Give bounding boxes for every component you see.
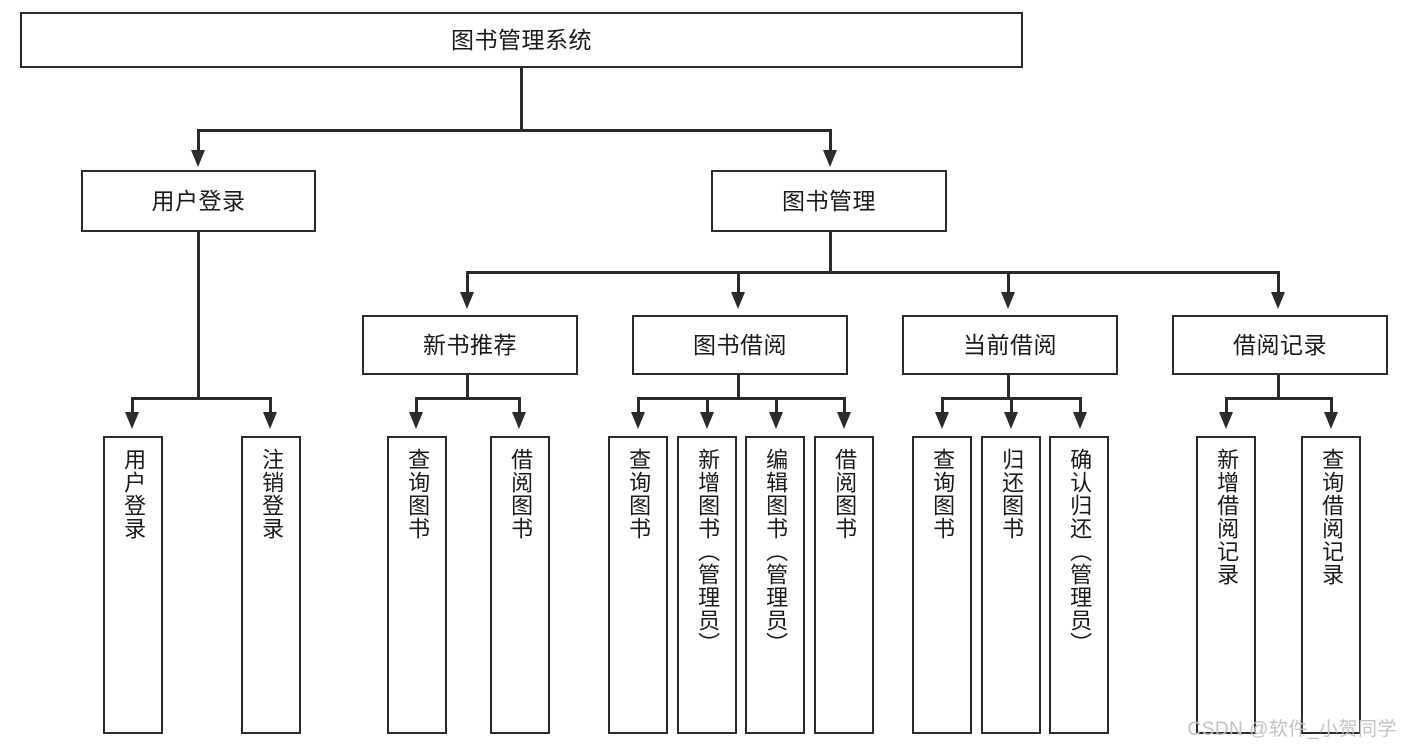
connector-cb-leaf-3 [1079,397,1082,413]
leaf-label: 归还图书 [999,448,1025,540]
arrowhead-cb-leaf-1 [935,412,949,429]
arrowhead-nbr-leaf-2 [512,412,526,429]
arrowhead-bb-leaf-1 [631,412,645,429]
leaf-label: 查询图书 [930,448,956,540]
connector-root-to-user-login [197,129,200,153]
connector-book-manage-stem [829,232,832,272]
arrowhead-bb-leaf-2 [700,412,714,429]
leaf-borrow-book-recommend[interactable]: 借阅图书 [490,436,550,734]
leaf-logout[interactable]: 注销登录 [241,436,301,734]
leaf-add-borrow-record[interactable]: 新增借阅记录 [1196,436,1256,734]
node-root-system[interactable]: 图书管理系统 [20,12,1023,68]
arrowhead-cb-leaf-2 [1004,412,1018,429]
connector-new-book-recommend-stem [466,375,469,399]
leaf-query-borrow-record[interactable]: 查询借阅记录 [1301,436,1361,734]
node-label: 借阅记录 [1233,331,1327,358]
connector-root-bus [197,129,831,132]
connector-cb-leaf-2 [1010,397,1013,413]
connector-to-borrow-record [1277,271,1280,295]
leaf-confirm-return-admin[interactable]: 确认归还（管理员） [1049,436,1109,734]
node-user-login[interactable]: 用户登录 [81,170,316,232]
node-borrow-record[interactable]: 借阅记录 [1172,315,1388,375]
arrowhead-br-leaf-1 [1219,412,1233,429]
connector-cb-leaf-1 [941,397,944,413]
leaf-label: 用户登录 [121,448,147,540]
connector-bb-leaf-1 [637,397,640,413]
node-label: 图书管理 [782,187,876,214]
leaf-label: 编辑图书（管理员） [763,448,789,655]
node-label: 图书管理系统 [451,26,592,53]
leaf-query-book-recommend[interactable]: 查询图书 [387,436,447,734]
connector-br-leaf-1 [1225,397,1228,413]
arrowhead-current-borrow [1001,292,1015,309]
arrowhead-borrow-record [1271,292,1285,309]
connector-borrow-record-bus [1225,397,1330,400]
leaf-edit-book-admin[interactable]: 编辑图书（管理员） [745,436,805,734]
connector-nbr-leaf-1 [415,397,418,413]
leaf-add-book-admin[interactable]: 新增图书（管理员） [677,436,737,734]
arrowhead-leaf-logout [263,412,277,429]
leaf-label: 注销登录 [259,448,285,540]
connector-to-book-borrow [737,271,740,295]
arrowhead-new-book-recommend [460,292,474,309]
leaf-label: 确认归还（管理员） [1067,448,1093,655]
arrowhead-bb-leaf-3 [769,412,783,429]
connector-user-login-bus [131,397,269,400]
connector-user-login-to-leaf-1 [131,397,134,413]
leaf-label: 新增借阅记录 [1214,448,1240,586]
leaf-return-book[interactable]: 归还图书 [981,436,1041,734]
connector-new-book-recommend-bus [415,397,518,400]
connector-root-stem [520,68,523,130]
node-book-manage[interactable]: 图书管理 [711,170,947,232]
connector-bb-leaf-2 [706,397,709,413]
connector-borrow-record-stem [1277,375,1280,399]
connector-br-leaf-2 [1330,397,1333,413]
connector-bb-leaf-4 [843,397,846,413]
leaf-label: 借阅图书 [832,448,858,540]
node-new-book-recommend[interactable]: 新书推荐 [362,315,578,375]
leaf-label: 查询借阅记录 [1319,448,1345,586]
connector-to-current-borrow [1007,271,1010,295]
node-book-borrow[interactable]: 图书借阅 [632,315,848,375]
node-current-borrow[interactable]: 当前借阅 [902,315,1118,375]
node-label: 新书推荐 [423,331,517,358]
connector-level3-bus [466,271,1280,274]
connector-current-borrow-stem [1007,375,1010,399]
node-label: 图书借阅 [693,331,787,358]
leaf-user-login[interactable]: 用户登录 [103,436,163,734]
connector-root-to-book-manage [829,129,832,153]
arrowhead-user-login [191,150,205,167]
arrowhead-book-borrow [731,292,745,309]
connector-book-borrow-bus [637,397,844,400]
arrowhead-br-leaf-2 [1324,412,1338,429]
connector-user-login-to-leaf-2 [269,397,272,413]
node-label: 用户登录 [151,187,246,214]
arrowhead-leaf-user-login [125,412,139,429]
arrowhead-cb-leaf-3 [1073,412,1087,429]
leaf-borrow-book[interactable]: 借阅图书 [814,436,874,734]
leaf-query-book-current[interactable]: 查询图书 [912,436,972,734]
connector-nbr-leaf-2 [518,397,521,413]
connector-bb-leaf-3 [775,397,778,413]
leaf-query-book-borrow[interactable]: 查询图书 [608,436,668,734]
connector-book-borrow-stem [737,375,740,399]
connector-user-login-stem [197,232,200,398]
leaf-label: 查询图书 [626,448,652,540]
leaf-label: 查询图书 [405,448,431,540]
leaf-label: 新增图书（管理员） [695,448,721,655]
arrowhead-book-manage [823,150,837,167]
node-label: 当前借阅 [963,331,1057,358]
arrowhead-nbr-leaf-1 [409,412,423,429]
connector-to-new-book-recommend [466,271,469,295]
arrowhead-bb-leaf-4 [837,412,851,429]
leaf-label: 借阅图书 [508,448,534,540]
